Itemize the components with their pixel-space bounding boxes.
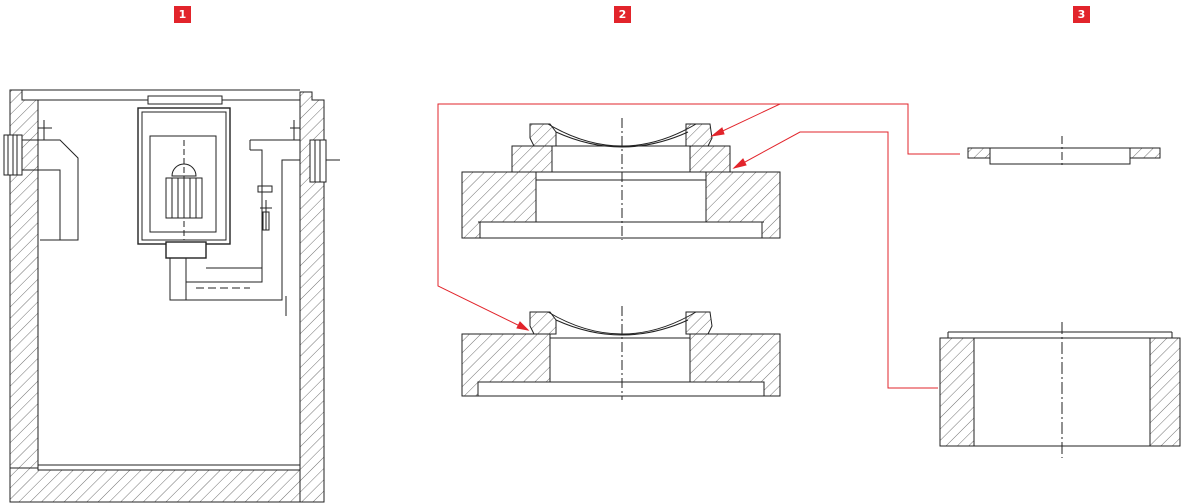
inlet-pipe-left bbox=[3, 120, 79, 241]
shaft-section-view bbox=[3, 89, 340, 503]
callout-arrow-3 bbox=[516, 321, 530, 331]
callout-arrow-1 bbox=[710, 127, 725, 137]
view-number-badge-1: 1 bbox=[174, 6, 191, 23]
view-number-badge-2: 2 bbox=[614, 6, 631, 23]
frame-upper-left bbox=[529, 123, 557, 147]
base-ring-lower-left bbox=[461, 333, 551, 397]
callout-lower-frame bbox=[437, 103, 780, 331]
frame-lower-left bbox=[529, 311, 557, 335]
base-ring-part-left bbox=[939, 337, 975, 447]
base-ring-lower-right bbox=[689, 333, 781, 397]
components-view bbox=[939, 136, 1181, 458]
float-switch bbox=[257, 185, 273, 231]
view-number-badge-3: 3 bbox=[1073, 6, 1090, 23]
callout-lines bbox=[437, 103, 960, 389]
cover-assembly-view bbox=[461, 118, 781, 400]
frame-lower-right bbox=[685, 311, 713, 335]
base-ring-upper-right bbox=[705, 171, 781, 239]
callout-frame bbox=[711, 103, 960, 155]
callout-adjust-ring bbox=[733, 131, 938, 389]
base-ring-part-right bbox=[1149, 337, 1181, 447]
pump-unit bbox=[137, 95, 231, 259]
callout-arrow-2 bbox=[732, 158, 747, 169]
frame-upper-right bbox=[685, 123, 713, 147]
outlet-pipe-right bbox=[290, 120, 340, 183]
base-ring-upper-left bbox=[461, 171, 537, 239]
adjust-ring-left bbox=[511, 145, 553, 173]
shaft-base-slab bbox=[9, 467, 301, 503]
adjust-ring-right bbox=[689, 145, 731, 173]
discharge-pipe bbox=[169, 139, 300, 316]
